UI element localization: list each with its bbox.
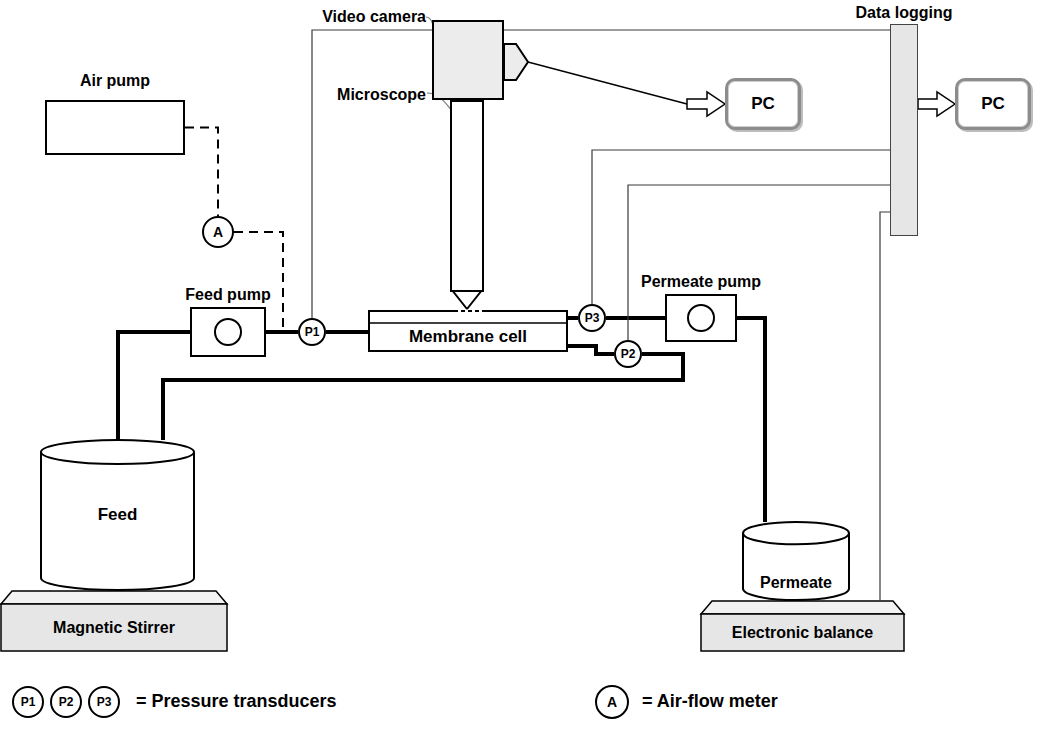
signal-wire [628, 185, 890, 340]
node-label: Feed pump [185, 285, 270, 304]
node-label: PC [751, 94, 775, 114]
vessel-rim [743, 522, 849, 544]
pipe-line [568, 346, 614, 354]
membrane-cell: Membrane cell [368, 310, 568, 352]
pipe-line [568, 346, 614, 354]
pump-rotor [215, 319, 241, 345]
platform-top [701, 601, 904, 614]
pressure-transducer: P1 [298, 318, 326, 346]
legend-text: = Air-flow meter [642, 691, 778, 713]
pump-box: Air pump [45, 100, 185, 155]
node-label: Membrane cell [409, 327, 527, 347]
symbol-label: A [607, 694, 617, 711]
microscope: Microscope [450, 100, 484, 292]
node-label: Electronic balance [732, 623, 873, 642]
signal-wire [312, 30, 890, 318]
feed-tank: Feed [40, 440, 195, 590]
signal-wire [592, 150, 890, 304]
node-label: Video camera [322, 7, 426, 26]
block-arrow-head [687, 92, 725, 116]
computer-box: PC [955, 78, 1031, 130]
pump-box: Permeate pump [665, 294, 737, 342]
pressure-transducer: P3 [578, 304, 606, 332]
air-line [234, 232, 298, 332]
pipe-line [118, 332, 190, 440]
node-label: PC [981, 94, 1005, 114]
pipe-line [326, 332, 368, 333]
legend-text: = Pressure transducers [136, 691, 337, 713]
microscope-objective [452, 290, 482, 309]
legend-symbol [596, 686, 628, 718]
node-label: Data logging [856, 3, 953, 22]
node-label: P2 [621, 347, 636, 361]
pipe-line [163, 354, 683, 440]
membrane-line [370, 322, 566, 324]
node-label: Permeate [760, 573, 832, 592]
block-arrow-head [918, 92, 955, 116]
pipe-line [266, 332, 298, 333]
pipe-line [606, 316, 665, 320]
signal-wire [312, 30, 890, 318]
node-label: P1 [305, 325, 320, 339]
data-arrow [918, 92, 955, 116]
symbol-label: P1 [21, 695, 36, 709]
signal-wire [592, 150, 890, 304]
node-label: Microscope [337, 85, 426, 104]
viewing-window [454, 310, 484, 312]
pipe-line [737, 318, 765, 522]
pipe-line [568, 316, 578, 320]
pipe-line [606, 318, 665, 319]
vessel-body [41, 452, 194, 590]
pump-rotor [688, 305, 714, 331]
magnetic-stirrer: Magnetic Stirrer [0, 590, 228, 652]
permeate-vessel: Permeate [742, 522, 850, 600]
legend-symbol [89, 687, 119, 717]
air-line [185, 128, 218, 217]
symbol-label: P3 [97, 695, 112, 709]
pressure-transducer: P2 [614, 340, 642, 368]
node-label: Feed [98, 505, 138, 525]
node-label: Permeate pump [641, 272, 761, 291]
signal-wire [880, 212, 890, 600]
flow-meter-symbol: A [202, 216, 234, 248]
video-camera: Video camera [432, 20, 504, 100]
data-logger: Data logging [890, 24, 918, 236]
platform-top [1, 591, 227, 604]
legend-symbol [51, 687, 81, 717]
camera-output-arrow [504, 44, 528, 80]
vessel-rim [41, 440, 194, 464]
data-arrow-line [504, 62, 687, 104]
node-label: Magnetic Stirrer [53, 618, 175, 637]
electronic-balance: Electronic balance [700, 600, 905, 652]
platform-front [1, 604, 227, 651]
air-line [185, 128, 218, 217]
computer-box: PC [725, 78, 801, 130]
pipe-line [568, 318, 578, 319]
pipe-line [163, 354, 683, 440]
platform-front [701, 614, 904, 651]
signal-wire [628, 185, 890, 340]
pipe-line [266, 330, 298, 334]
pipe-line [326, 330, 368, 334]
symbol-label: P2 [59, 695, 74, 709]
viewing-window [454, 310, 484, 313]
signal-wire [880, 212, 890, 600]
pipe-line [118, 332, 190, 440]
legend-symbol [13, 687, 43, 717]
node-label: A [213, 224, 223, 241]
node-label: P3 [585, 311, 600, 325]
node-label: Air pump [80, 71, 150, 90]
data-arrow [504, 62, 725, 116]
air-line [234, 232, 298, 332]
pump-box: Feed pump [190, 307, 266, 357]
pipe-line [737, 318, 765, 522]
